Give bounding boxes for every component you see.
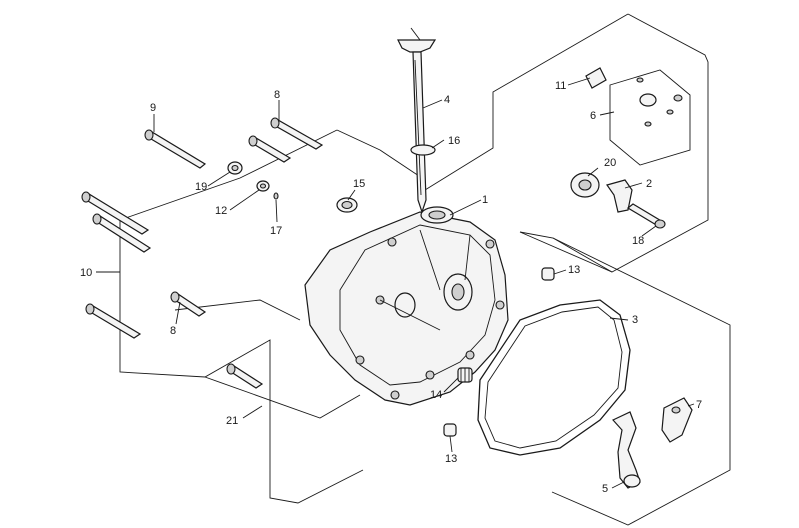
callout-3: 3: [632, 314, 638, 326]
callout-1: 1: [482, 194, 488, 206]
callout-10: 10: [80, 267, 92, 279]
callout-5: 5: [602, 483, 608, 495]
callout-20: 20: [604, 157, 616, 169]
bolt-8-upper: [248, 117, 324, 163]
callout-17: 17: [270, 225, 282, 237]
seal-15: [336, 197, 358, 213]
callout-labels: 1 2 3 4 5 6 7 8 8 9 10 11 12 13 13 14 15…: [80, 80, 702, 495]
lever-5: [612, 411, 641, 489]
callout-15: 15: [353, 178, 365, 190]
callout-19: 19: [195, 181, 207, 193]
callout-13-lower: 13: [445, 453, 457, 465]
callout-14: 14: [430, 389, 442, 401]
dowel-13-lower: [443, 423, 457, 437]
gasket-part: [477, 299, 631, 456]
bolt-21: [226, 363, 264, 389]
dowel-14: [457, 367, 473, 383]
callout-18: 18: [632, 235, 644, 247]
dipstick-part: [397, 27, 437, 214]
callout-21: 21: [226, 415, 238, 427]
assembly-outline: [119, 13, 731, 526]
callout-4: 4: [444, 94, 450, 106]
shaft-11: [585, 67, 607, 89]
callout-2: 2: [646, 178, 652, 190]
leader-lines: [96, 77, 695, 489]
crankcase-cover-part: [304, 206, 509, 406]
pin-17: [273, 192, 279, 200]
callout-7: 7: [696, 399, 702, 411]
dowel-13-upper: [541, 267, 555, 281]
bolt-10-group: [81, 191, 152, 339]
washer-12: [256, 180, 270, 192]
callout-9: 9: [150, 102, 156, 114]
bolt-8-lower: [170, 291, 207, 317]
callout-12: 12: [215, 205, 227, 217]
callout-6: 6: [590, 110, 596, 122]
subassembly-box-6: [609, 69, 691, 166]
nut-19: [227, 161, 243, 175]
callout-16: 16: [448, 135, 460, 147]
bracket-7: [661, 397, 693, 443]
callout-13-upper: 13: [568, 264, 580, 276]
bolt-18: [626, 203, 666, 229]
callout-8-lower: 8: [170, 325, 176, 337]
callout-8-upper: 8: [274, 89, 280, 101]
bolt-9: [144, 129, 207, 169]
bearing-20: [570, 172, 600, 198]
callout-11: 11: [555, 80, 566, 92]
